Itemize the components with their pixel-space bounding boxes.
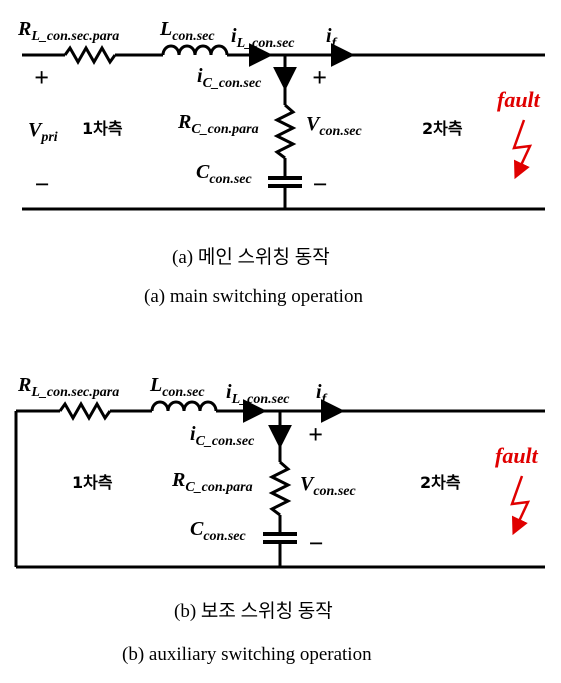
caption-kr-b: (b) 보조 스위칭 동작 bbox=[174, 600, 333, 622]
label-secondary-side: 2차측 bbox=[422, 119, 463, 138]
label-current-capacitor: iC_con.sec bbox=[197, 65, 262, 91]
plus-sign-sec: + bbox=[312, 63, 327, 92]
label-primary-side: 1차측 bbox=[82, 119, 123, 138]
label-current-fault: if bbox=[316, 381, 328, 407]
label-inductor: Lcon.sec bbox=[159, 18, 215, 44]
minus-sign-sec: − bbox=[312, 170, 328, 199]
label-capacitor: Ccon.sec bbox=[196, 161, 253, 187]
caption-en-a: (a) main switching operation bbox=[144, 286, 363, 307]
resistor-icon bbox=[273, 103, 297, 160]
lightning-bolt-icon bbox=[512, 119, 533, 180]
label-inductor: Lcon.sec bbox=[149, 374, 205, 400]
inductor-icon bbox=[150, 400, 218, 412]
label-resistor-shunt: RC_con.para bbox=[177, 111, 259, 137]
label-current-fault: if bbox=[326, 25, 338, 51]
plus-sign-sec: + bbox=[308, 420, 323, 449]
label-voltage-pri: Vpri bbox=[28, 119, 58, 145]
label-voltage-sec: Vcon.sec bbox=[300, 473, 357, 499]
lightning-bolt-icon bbox=[510, 475, 531, 536]
caption-en-b: (b) auxiliary switching operation bbox=[122, 644, 372, 665]
label-capacitor: Ccon.sec bbox=[190, 518, 247, 544]
minus-sign-pri: − bbox=[34, 170, 50, 199]
label-resistor-shunt: RC_con.para bbox=[171, 469, 253, 495]
label-fault: fault bbox=[497, 87, 541, 112]
circuit-b bbox=[14, 400, 545, 569]
inductor-icon bbox=[161, 44, 229, 56]
plus-sign-pri: + bbox=[34, 63, 49, 92]
label-resistor-series: RL_con.sec.para bbox=[17, 18, 119, 44]
label-current-inductor: iL_con.sec bbox=[226, 381, 290, 407]
label-secondary-side: 2차측 bbox=[420, 473, 461, 492]
resistor-icon bbox=[268, 460, 292, 517]
label-voltage-sec: Vcon.sec bbox=[306, 113, 363, 139]
label-fault: fault bbox=[495, 443, 539, 468]
caption-kr-a: (a) 메인 스위칭 동작 bbox=[172, 246, 330, 268]
label-current-capacitor: iC_con.sec bbox=[190, 423, 255, 449]
resistor-icon bbox=[58, 400, 112, 422]
label-resistor-series: RL_con.sec.para bbox=[17, 374, 119, 400]
minus-sign-sec: − bbox=[308, 529, 324, 558]
label-primary-side: 1차측 bbox=[72, 473, 113, 492]
resistor-icon bbox=[63, 44, 117, 66]
label-current-inductor: iL_con.sec bbox=[231, 25, 295, 51]
